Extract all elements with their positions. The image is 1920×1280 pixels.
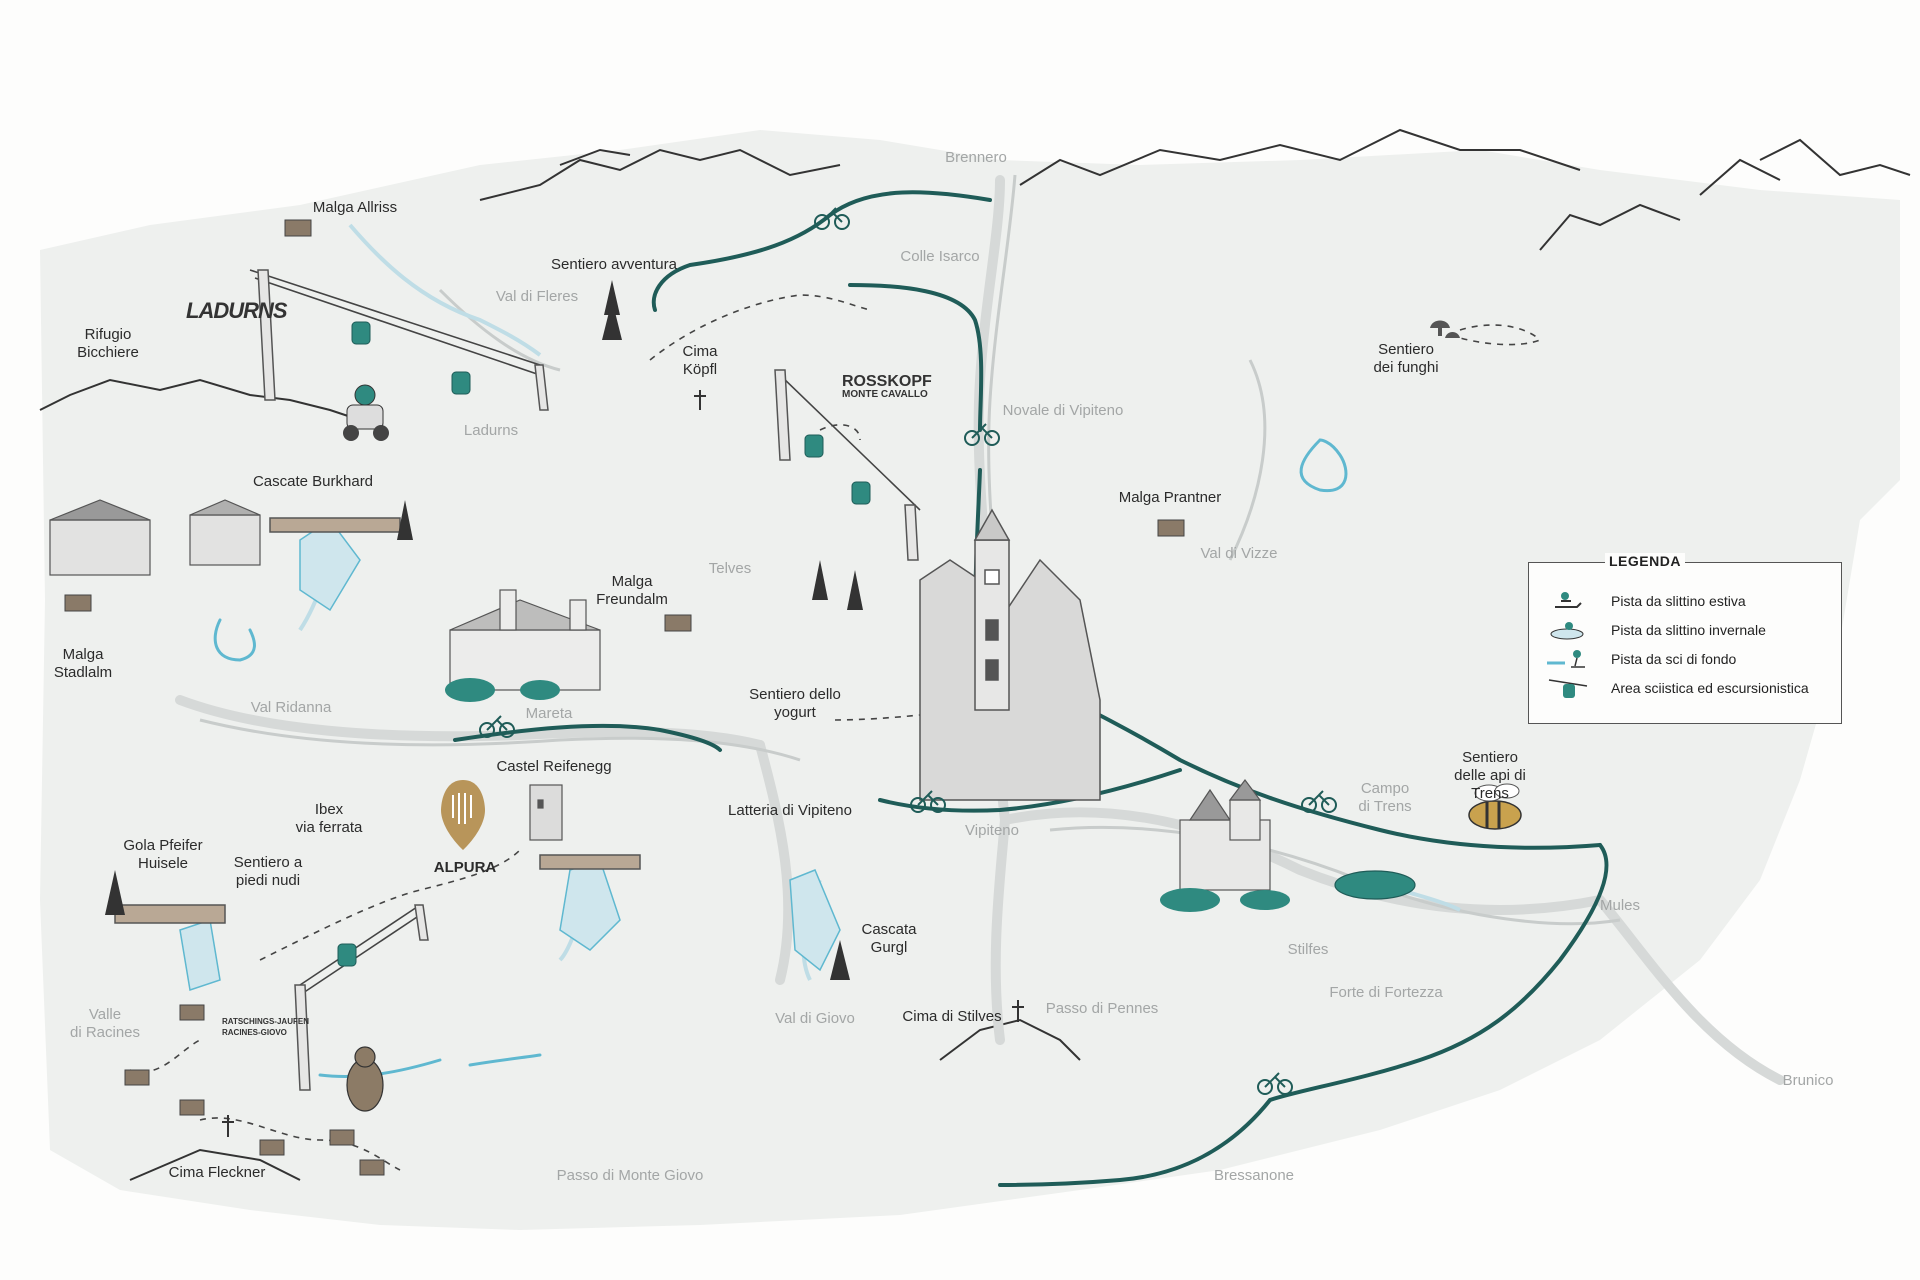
- legend-label: Pista da sci di fondo: [1611, 651, 1737, 667]
- label-ladurns: Ladurns: [463, 422, 519, 439]
- cross-country-ski-icon: [1547, 650, 1585, 668]
- label-val-di-giovo: Val di Giovo: [775, 1010, 855, 1027]
- mushrooms-illustration: [1430, 320, 1460, 338]
- kart-rider-illustration: [343, 384, 389, 441]
- castle-reifenegg: [529, 784, 563, 841]
- legend-row: Area sciistica ed escursionistica: [1529, 676, 1841, 702]
- logo-rosskopf-line1: ROSSKOPF: [842, 373, 932, 390]
- building-cluster-west: [49, 499, 261, 576]
- label-rifugio-bicchiere: Rifugio Bicchiere: [77, 326, 139, 361]
- label-latteria: Latteria di Vipiteno: [728, 802, 852, 819]
- vipiteno-tower: [919, 508, 1101, 801]
- label-gola-pfeifer: Gola Pfeifer Huisele: [123, 837, 203, 872]
- legend-row: Pista da slittino estiva: [1529, 589, 1841, 615]
- map-legend: LEGENDA Pista da slittino estiva Pista d…: [1528, 553, 1842, 724]
- label-sentiero-api: Sentiero delle api di Trens: [1454, 749, 1526, 802]
- waterfalls: [179, 518, 841, 991]
- label-castel-reifenegg: Castel Reifenegg: [496, 758, 612, 775]
- logo-rosskopf: ROSSKOPF MONTE CAVALLO: [842, 374, 932, 400]
- logo-ratschings-line1: RATSCHINGS-JAUFEN: [222, 1017, 309, 1026]
- label-colle-isarco: Colle Isarco: [900, 248, 980, 265]
- cable-car-icon: [1548, 679, 1588, 698]
- label-alpura: ALPURA: [433, 859, 497, 876]
- label-val-di-vizze: Val di Vizze: [1200, 545, 1278, 562]
- castle-reifenstein: [1160, 779, 1290, 912]
- bike-icons: [479, 207, 1337, 1095]
- cable-cars: [249, 269, 921, 996]
- alpura-pin: [441, 780, 485, 850]
- trees: [105, 280, 863, 980]
- label-brunico: Brunico: [1782, 1072, 1834, 1089]
- label-passo-pennes: Passo di Pennes: [1045, 1000, 1159, 1017]
- legend-row: Pista da slittino invernale: [1529, 618, 1841, 644]
- label-valle-racines: Valle di Racines: [69, 1006, 141, 1041]
- dashed-trails: [129, 294, 1541, 1171]
- label-mules: Mules: [1599, 897, 1641, 914]
- summer-sled-icon: [1555, 592, 1582, 608]
- label-cima-kopfl: Cima Köpfl: [682, 343, 718, 378]
- legend-label: Area sciistica ed escursionistica: [1611, 680, 1809, 696]
- label-mareta: Mareta: [525, 705, 573, 722]
- label-campo-trens: Campo di Trens: [1358, 780, 1412, 815]
- label-stilfes: Stilfes: [1287, 941, 1329, 958]
- label-sentiero-yogurt: Sentiero dello yogurt: [749, 686, 841, 721]
- summit-crosses: [222, 390, 1024, 1137]
- label-bressanone: Bressanone: [1213, 1167, 1295, 1184]
- label-passo-monte-giovo: Passo di Monte Giovo: [556, 1167, 704, 1184]
- label-sentiero-funghi: Sentiero dei funghi: [1373, 341, 1439, 376]
- castle-wolfsthurn: [445, 589, 601, 702]
- mountain-ridges: [39, 128, 1911, 1181]
- legend-row: Pista da sci di fondo: [1529, 647, 1841, 673]
- legend-label: Pista da slittino estiva: [1611, 593, 1746, 609]
- bee-illustration: [1468, 783, 1522, 830]
- marmot-illustration: [346, 1046, 384, 1112]
- label-malga-stadlalm: Malga Stadlalm: [53, 646, 113, 681]
- label-telves: Telves: [708, 560, 752, 577]
- label-sentiero-piedi: Sentiero a piedi nudi: [233, 854, 303, 889]
- gondolas: [337, 321, 871, 967]
- label-forte-fortezza: Forte di Fortezza: [1329, 984, 1443, 1001]
- huts: [64, 219, 1185, 1176]
- logo-ratschings: RATSCHINGS-JAUFEN RACINES-GIOVO: [222, 1016, 309, 1038]
- label-vipiteno: Vipiteno: [965, 822, 1019, 839]
- logo-ratschings-line2: RACINES-GIOVO: [222, 1028, 287, 1037]
- label-ibex: Ibex via ferrata: [295, 801, 363, 836]
- cable-car-pylons: [257, 269, 919, 1091]
- winter-sled-icon: [1550, 622, 1584, 640]
- label-val-ridanna: Val Ridanna: [250, 699, 332, 716]
- label-cima-stilves: Cima di Stilves: [902, 1008, 1002, 1025]
- label-malga-allriss: Malga Allriss: [312, 199, 398, 216]
- logo-rosskopf-line2: MONTE CAVALLO: [842, 389, 928, 400]
- label-brennero: Brennero: [945, 149, 1007, 166]
- label-malga-freundalm: Malga Freundalm: [596, 573, 668, 608]
- legend-title: LEGENDA: [1605, 553, 1685, 569]
- label-cascata-gurgl: Cascata Gurgl: [861, 921, 917, 956]
- label-cima-fleckner: Cima Fleckner: [168, 1164, 266, 1181]
- label-cascate-burkhard: Cascate Burkhard: [252, 473, 374, 490]
- valley-roads: [175, 175, 1785, 1085]
- rafting-illustration: [1334, 870, 1416, 900]
- label-novale: Novale di Vipiteno: [1002, 402, 1124, 419]
- legend-label: Pista da slittino invernale: [1611, 622, 1766, 638]
- label-val-di-fleres: Val di Fleres: [495, 288, 579, 305]
- label-sentiero-avventura: Sentiero avventura: [551, 256, 677, 273]
- logo-ladurns: LADURNS: [186, 298, 288, 323]
- label-malga-prantner: Malga Prantner: [1118, 489, 1222, 506]
